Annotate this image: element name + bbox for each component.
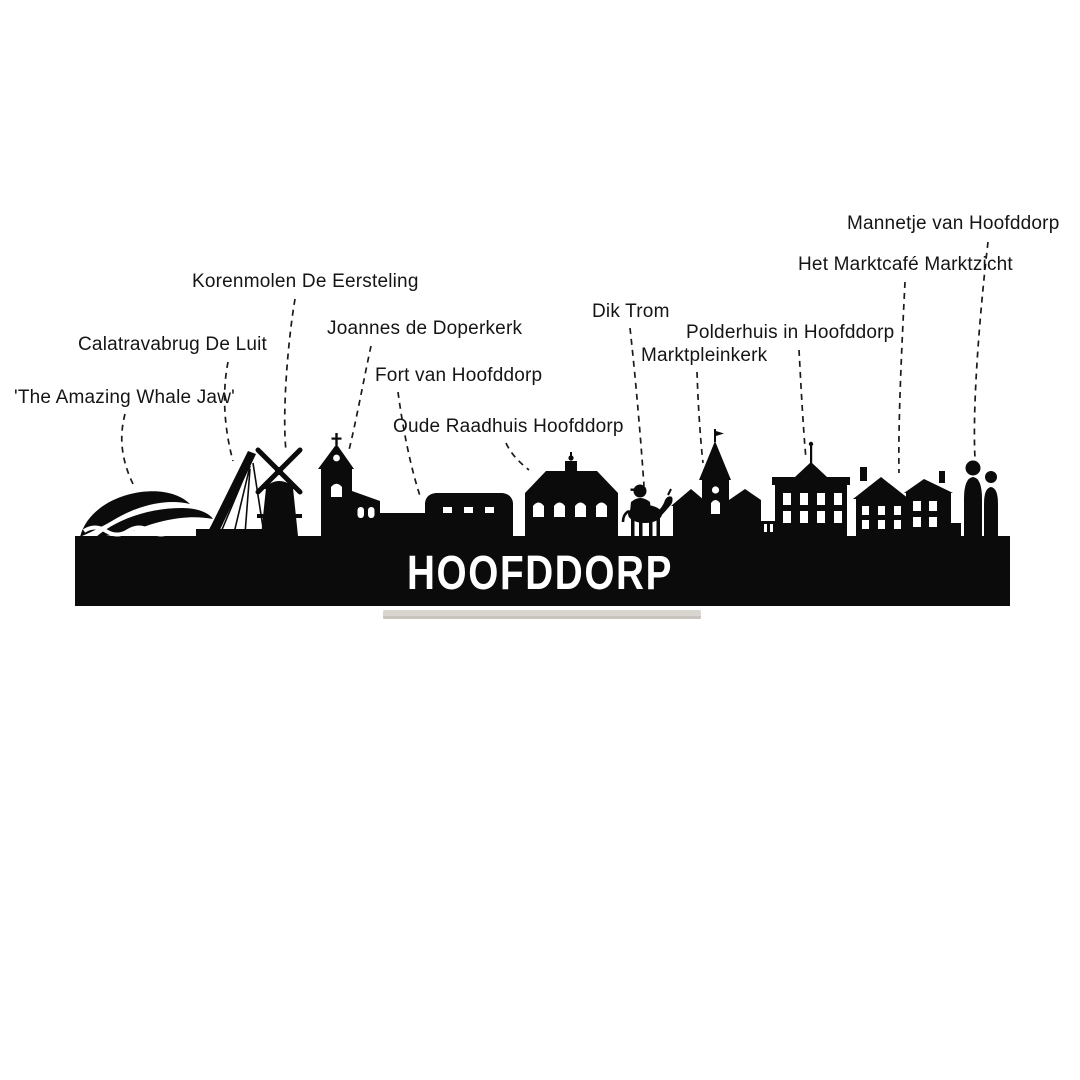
label-marktpleinkerk: Marktpleinkerk [641, 345, 768, 366]
label-polderhuis: Polderhuis in Hoofddorp [686, 322, 895, 343]
label-whale-jaw: 'The Amazing Whale Jaw' [14, 387, 235, 408]
display-stand [383, 610, 701, 619]
label-doperkerk: Joannes de Doperkerk [327, 318, 523, 339]
leader-lines [120, 241, 989, 497]
whale-jaw-structure [80, 491, 213, 537]
label-fort: Fort van Hoofddorp [375, 365, 543, 386]
marktcafe-buildings [853, 467, 953, 536]
leader-line-polderhuis [798, 349, 807, 460]
windmill [255, 447, 303, 536]
label-dik-trom: Dik Trom [592, 301, 670, 322]
marktpleinkerk-church [671, 429, 776, 536]
leader-line-doperkerk [348, 345, 372, 451]
skyline-silhouette: HOOFDDORP [75, 429, 1010, 606]
leader-line-korenmolen [283, 298, 296, 452]
label-marktcafe: Het Marktcafé Marktzicht [798, 254, 1013, 275]
leader-line-whale-jaw [120, 413, 135, 487]
leader-line-raadhuis [505, 442, 530, 471]
doperkerk-church [318, 433, 425, 536]
mannetje-statue [947, 460, 998, 536]
leader-line-marktpleinkerk [696, 371, 704, 464]
polderhuis-building [772, 441, 850, 536]
label-raadhuis: Oude Raadhuis Hoofddorp [393, 416, 624, 437]
leader-line-fort [397, 391, 421, 497]
label-mannetje: Mannetje van Hoofddorp [847, 213, 1060, 234]
city-name-cutout: HOOFDDORP [407, 547, 673, 600]
raadhuis-building [525, 452, 618, 536]
calatrava-bridge [196, 451, 268, 536]
skyline-base [75, 536, 1010, 606]
label-calatravabrug: Calatravabrug De Luit [78, 334, 268, 355]
label-korenmolen: Korenmolen De Eersteling [192, 271, 419, 292]
leader-line-marktcafe [898, 281, 906, 474]
leader-line-mannetje [973, 241, 989, 460]
leader-line-calatravabrug [223, 361, 234, 462]
dik-trom-statue [621, 484, 673, 536]
fort-building [425, 493, 513, 536]
